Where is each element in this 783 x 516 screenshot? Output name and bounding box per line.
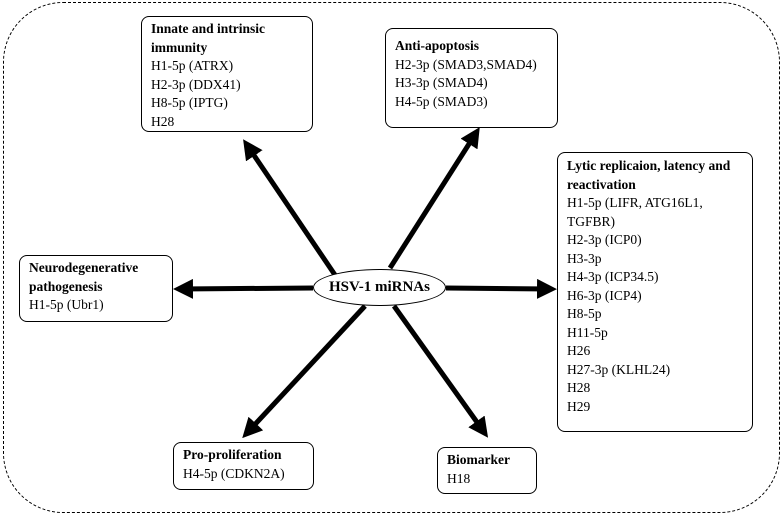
box-item: H3-3p — [567, 250, 602, 266]
box-innate-immunity: Innate and intrinsic immunity H1-5p (ATR… — [141, 16, 313, 132]
box-item: H29 — [567, 398, 591, 414]
arrow-to-prolif — [242, 304, 367, 439]
center-label: HSV-1 miRNAs — [329, 279, 430, 295]
center-node: HSV-1 miRNAs — [313, 269, 446, 306]
box-item: H11-5p — [567, 324, 608, 340]
arrow-to-innate — [243, 139, 338, 277]
box-item: H1-5p (LIFR, ATG16L1, — [567, 195, 703, 210]
box-biomarker: Biomarker H18 — [437, 447, 537, 494]
box-item: H18 — [447, 470, 471, 486]
box-anti-apoptosis: Anti-apoptosis H2-3p (SMAD3,SMAD4) H3-3p… — [385, 28, 558, 128]
box-item: H28 — [151, 113, 175, 129]
box-item: H3-3p (SMAD4) — [395, 75, 488, 90]
box-item: H4-5p (CDKN2A) — [183, 465, 285, 481]
box-item: H8-5p (IPTG) — [151, 95, 228, 110]
box-title: Neurodegenerative pathogenesis — [29, 260, 139, 294]
box-neurodegenerative: Neurodegenerative pathogenesis H1-5p (Ub… — [19, 255, 173, 322]
box-item: H1-5p (ATRX) — [151, 58, 234, 73]
arrow-to-lytic — [445, 278, 557, 299]
box-item: H2-3p (SMAD3,SMAD4) — [395, 56, 537, 72]
box-item: TGFBR) — [567, 213, 616, 229]
box-item: H28 — [567, 380, 591, 395]
box-lytic-replication: Lytic replicaion, latency and reactivati… — [557, 152, 753, 432]
outer-dashed-border — [3, 2, 780, 513]
box-item: H4-5p (SMAD3) — [395, 93, 488, 109]
box-item: H27-3p (KLHL24) — [567, 361, 671, 377]
box-item: H1-5p (Ubr1) — [29, 297, 104, 312]
box-item: H2-3p (DDX41) — [151, 76, 241, 92]
box-title: Lytic replicaion, latency and reactivati… — [567, 158, 731, 192]
box-title: Biomarker — [447, 452, 510, 467]
arrow-to-biomarker — [391, 304, 489, 438]
arrow-to-neuro — [173, 278, 314, 299]
box-pro-proliferation: Pro-proliferation H4-5p (CDKN2A) — [173, 442, 314, 490]
box-title: Pro-proliferation — [183, 447, 282, 462]
box-item: H4-3p (ICP34.5) — [567, 269, 659, 284]
box-title: Innate and intrinsic immunity — [151, 21, 266, 55]
arrow-to-antiapoptosis — [387, 127, 480, 270]
box-item: H8-5p — [567, 306, 602, 321]
box-item: H2-3p (ICP0) — [567, 232, 642, 247]
box-item: H26 — [567, 343, 591, 358]
box-item: H6-3p (ICP4) — [567, 287, 642, 303]
box-title: Anti-apoptosis — [395, 38, 480, 53]
